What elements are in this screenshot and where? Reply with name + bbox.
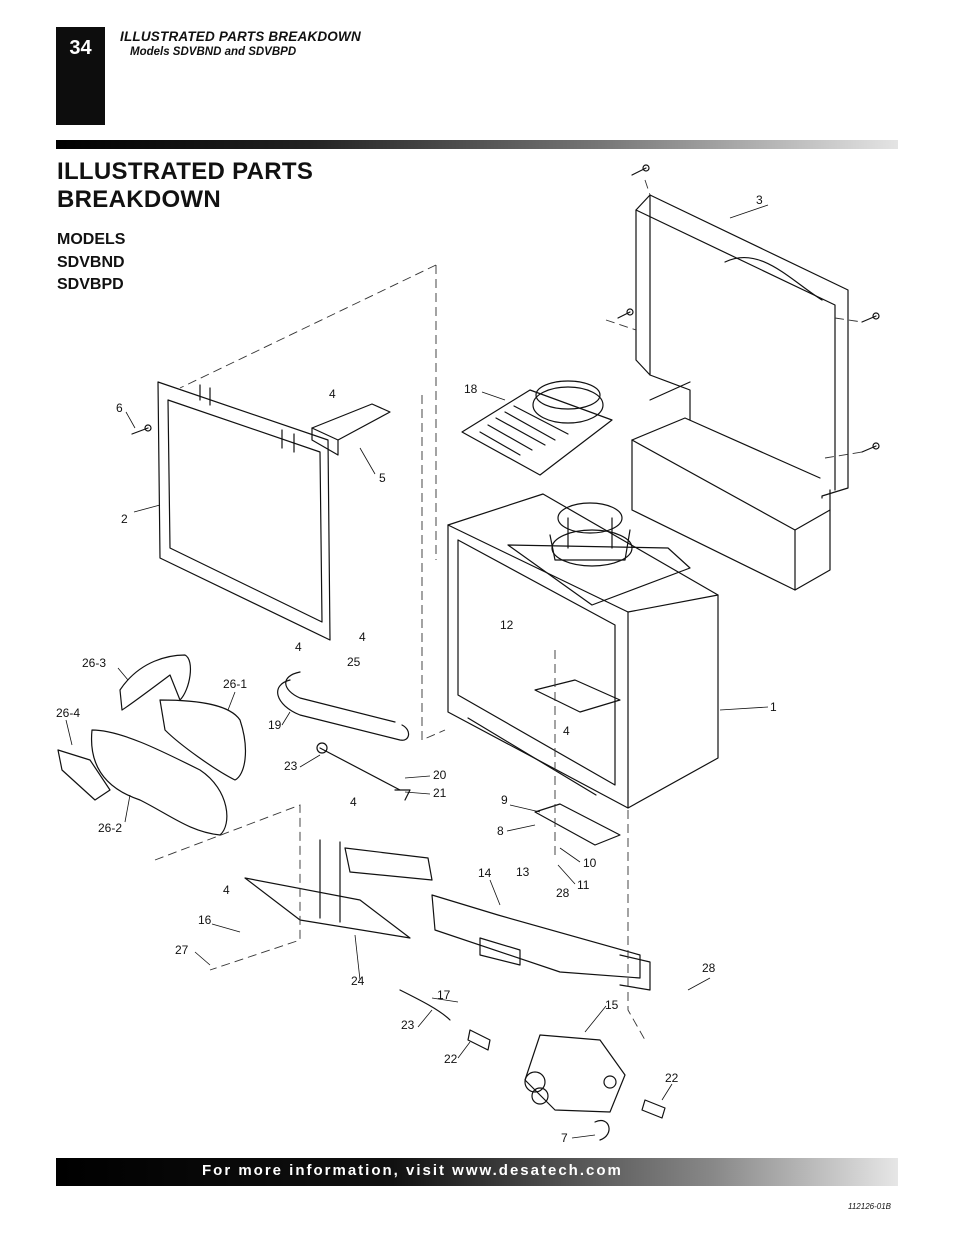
callout-7: 7 xyxy=(561,1131,568,1145)
callout-17: 17 xyxy=(437,988,451,1002)
callout-5: 5 xyxy=(379,471,386,485)
part-vent-plate xyxy=(461,380,613,476)
footer-text: For more information, visit www.desatech… xyxy=(202,1162,623,1179)
page-number-tab: 34 xyxy=(56,27,105,125)
callout-25: 25 xyxy=(347,655,361,669)
callout-12: 12 xyxy=(500,618,514,632)
part-gas-valve xyxy=(524,1034,626,1113)
callout-23a: 23 xyxy=(284,759,298,773)
callout-4d: 4 xyxy=(563,724,570,738)
model-sdvbnd: SDVBND xyxy=(57,253,125,271)
callout-26-2: 26-2 xyxy=(98,821,122,835)
callout-16: 16 xyxy=(198,913,212,927)
header-rule xyxy=(56,140,898,149)
callout-8: 8 xyxy=(497,824,504,838)
part-fittings xyxy=(316,742,666,1141)
callout-26-1: 26-1 xyxy=(223,677,247,691)
section-subtitle: Models SDVBND and SDVBPD xyxy=(130,46,297,58)
callout-1: 1 xyxy=(770,700,777,714)
section-title: ILLUSTRATED PARTS BREAKDOWN xyxy=(120,29,361,44)
callout-27: 27 xyxy=(175,943,189,957)
callout-21: 21 xyxy=(433,786,447,800)
page-title: ILLUSTRATED PARTS BREAKDOWN xyxy=(57,158,314,213)
callout-24: 24 xyxy=(351,974,365,988)
models-list: MODELS SDVBND SDVBPD xyxy=(57,229,125,297)
callout-3: 3 xyxy=(756,193,763,207)
part-firebox xyxy=(447,493,719,809)
callout-20: 20 xyxy=(433,768,447,782)
callout-6: 6 xyxy=(116,401,123,415)
leader-lines xyxy=(65,204,769,1139)
callout-4e: 4 xyxy=(350,795,357,809)
callout-22a: 22 xyxy=(444,1052,458,1066)
callout-28a: 28 xyxy=(556,886,570,900)
part-burner-tube xyxy=(277,671,410,741)
document-number: 112126-01B xyxy=(848,1202,891,1211)
footer-banner: For more information, visit www.desatech… xyxy=(56,1158,898,1186)
part-control-bracket xyxy=(431,894,651,991)
models-heading: MODELS xyxy=(57,231,126,248)
part-bracket xyxy=(311,403,391,456)
callout-15: 15 xyxy=(605,998,619,1012)
part-rear-shroud xyxy=(631,194,849,591)
part-burner-assembly xyxy=(244,839,433,939)
callout-10: 10 xyxy=(583,856,597,870)
model-sdvbpd: SDVBPD xyxy=(57,276,124,293)
callout-13: 13 xyxy=(516,865,530,879)
part-log-set xyxy=(57,654,246,836)
callout-4f: 4 xyxy=(223,883,230,897)
callout-22b: 22 xyxy=(665,1071,679,1085)
callout-18: 18 xyxy=(464,382,478,396)
callout-labels: 1 2 3 4 4 4 4 4 4 5 6 7 8 9 10 11 12 13 … xyxy=(56,193,777,1145)
callout-23b: 23 xyxy=(401,1018,415,1032)
page-number: 34 xyxy=(69,37,92,59)
part-plate xyxy=(534,803,621,846)
callout-11: 11 xyxy=(577,878,590,892)
callout-4c: 4 xyxy=(359,630,366,644)
callout-14: 14 xyxy=(478,866,492,880)
callout-26-3: 26-3 xyxy=(82,656,106,670)
callout-26-4: 26-4 xyxy=(56,706,80,720)
callout-28b: 28 xyxy=(702,961,716,975)
callout-4a: 4 xyxy=(329,387,336,401)
callout-4b: 4 xyxy=(295,640,302,654)
callout-19: 19 xyxy=(268,718,282,732)
callout-9: 9 xyxy=(501,793,508,807)
callout-2: 2 xyxy=(121,512,128,526)
part-glass-frame xyxy=(157,381,331,641)
part-screws xyxy=(131,164,880,453)
